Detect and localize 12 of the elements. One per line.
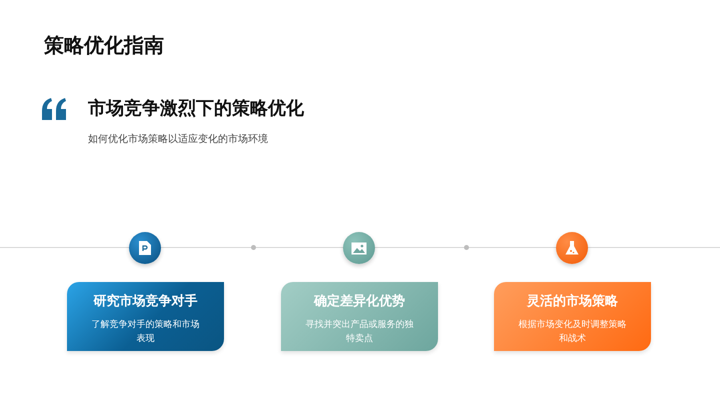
info-card xyxy=(67,282,224,351)
section-subtitle: 如何优化市场策略以适应变化的市场环境 xyxy=(88,132,268,146)
info-card xyxy=(494,282,651,351)
card-description: 根据市场变化及时调整策略和战术 xyxy=(518,318,628,346)
page-title: 策略优化指南 xyxy=(44,32,164,59)
info-card xyxy=(281,282,438,351)
card-title: 研究市场竞争对手 xyxy=(92,292,198,310)
section-heading: 市场竞争激烈下的策略优化 xyxy=(88,97,304,120)
card-title: 确定差异化优势 xyxy=(312,292,406,310)
card-description: 寻找并突出产品或服务的独特卖点 xyxy=(304,318,414,346)
card-title: 灵活的市场策略 xyxy=(526,292,619,310)
card-description: 了解竞争对手的策略和市场表现 xyxy=(90,318,200,346)
